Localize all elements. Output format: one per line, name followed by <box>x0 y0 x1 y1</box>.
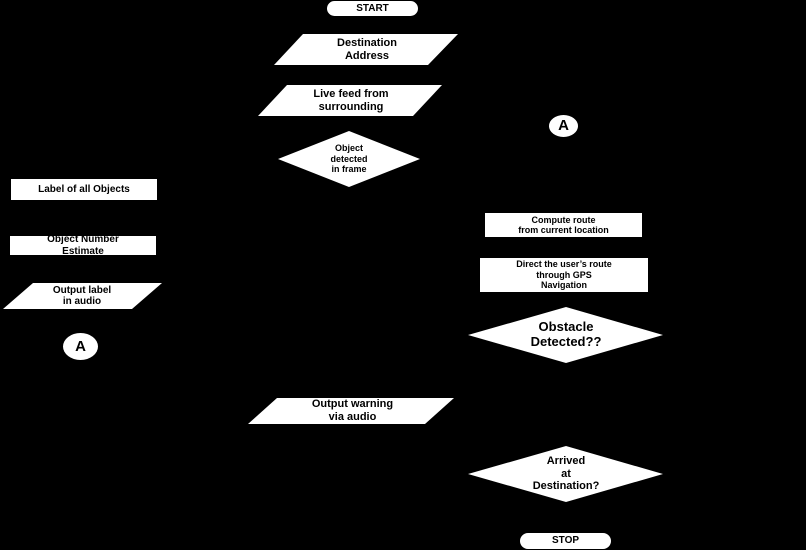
live-feed-shape <box>258 85 442 116</box>
destination-address-label: Destination Address <box>337 36 397 62</box>
start-label: START <box>356 2 389 14</box>
output-warning-node: Output warning via audio <box>275 398 430 424</box>
output-label-audio-shape <box>3 283 162 309</box>
direct-route-box: Direct the user’s route through GPS Navi… <box>480 258 648 292</box>
arrived-destination-shape <box>468 446 663 502</box>
compute-route-box: Compute route from current location <box>485 213 642 237</box>
connector-a-left: A <box>63 333 98 360</box>
obstacle-detected-node: Obstacle Detected?? <box>496 307 636 363</box>
label-all-objects-label: Label of all Objects <box>38 183 130 195</box>
destination-address-node: Destination Address <box>298 34 436 65</box>
destination-address-shape <box>274 34 458 65</box>
obstacle-detected-label: Obstacle Detected?? <box>530 319 602 349</box>
label-all-objects-box: Label of all Objects <box>11 179 157 200</box>
connector-a-left-label: A <box>75 337 86 355</box>
object-number-estimate-label: Object Number Estimate <box>47 234 119 257</box>
output-label-audio-label: Output label in audio <box>52 284 112 308</box>
output-warning-label: Output warning via audio <box>311 398 394 423</box>
start-terminator: START <box>327 1 418 16</box>
output-warning-shape <box>248 398 454 424</box>
object-detected-node: Object detected in frame <box>300 131 398 187</box>
object-number-estimate-box: Object Number Estimate <box>10 234 156 257</box>
direct-route-label: Direct the user’s route through GPS Navi… <box>516 259 612 291</box>
arrived-destination-node: Arrived at Destination? <box>496 446 636 502</box>
live-feed-label: Live feed from surrounding <box>313 87 389 113</box>
object-detected-label: Object detected in frame <box>330 143 368 175</box>
compute-route-label: Compute route from current location <box>518 214 609 235</box>
stop-terminator: STOP <box>520 533 611 549</box>
obstacle-detected-shape <box>468 307 663 363</box>
connector-a-right: A <box>549 115 578 137</box>
connector-a-right-label: A <box>558 117 569 135</box>
arrived-destination-label: Arrived at Destination? <box>532 455 600 493</box>
output-label-audio-node: Output label in audio <box>26 283 138 309</box>
stop-label: STOP <box>551 535 580 547</box>
live-feed-node: Live feed from surrounding <box>282 85 420 116</box>
object-detected-shape <box>278 131 420 187</box>
